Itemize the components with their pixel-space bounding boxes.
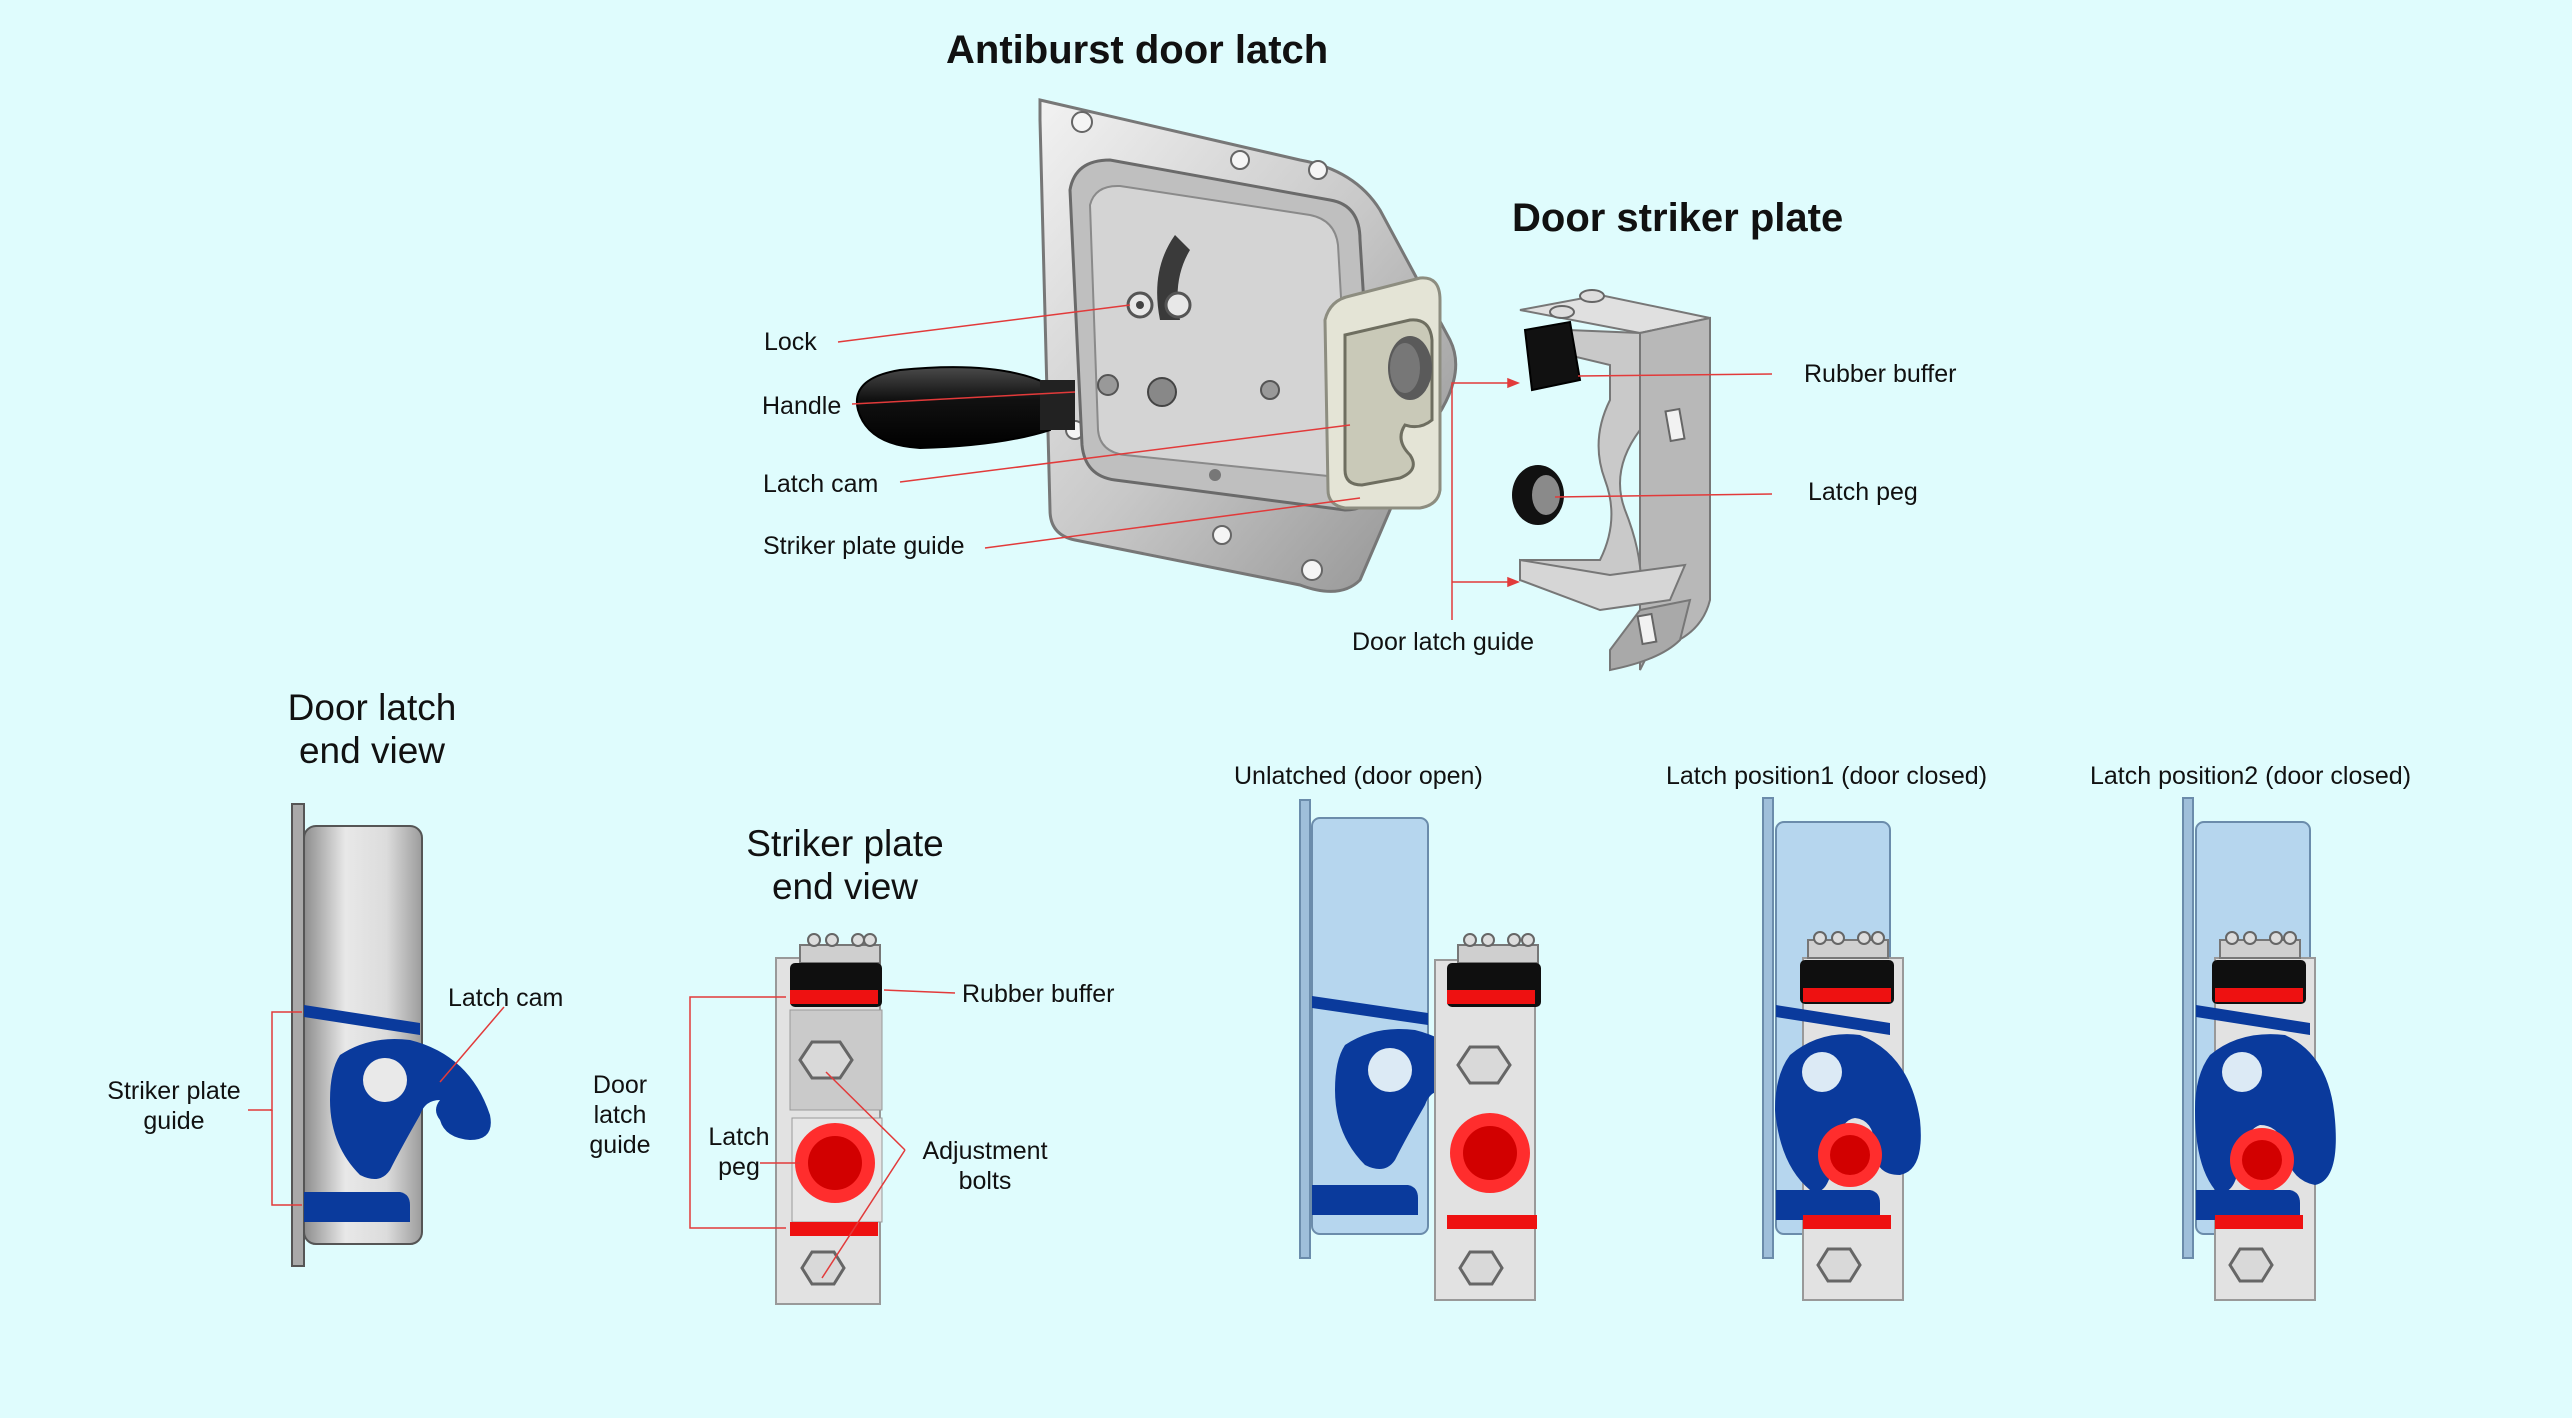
se-adj-line1: Adjustment xyxy=(922,1137,1047,1165)
latch-position2-diagram xyxy=(2183,798,2336,1300)
striker-end-title-line2: end view xyxy=(772,866,918,907)
se-door-line2: latch xyxy=(594,1101,647,1129)
end-striker-line1: Striker plate xyxy=(107,1077,240,1105)
end-view-title-line1: Door latch xyxy=(288,687,457,728)
label-door-latch-guide: Door latch guide xyxy=(1352,628,1534,657)
striker-end-title-line1: Striker plate xyxy=(746,823,943,864)
striker-title: Door striker plate xyxy=(1512,196,1843,241)
label-se-rubber-buffer: Rubber buffer xyxy=(962,980,1114,1009)
rubber-buffer-3d xyxy=(1525,322,1580,390)
label-end-latch-cam: Latch cam xyxy=(448,984,563,1013)
label-se-latch-peg: Latch peg xyxy=(702,1122,776,1182)
end-view-title-line2: end view xyxy=(299,730,445,771)
striker-plate-3d xyxy=(1512,290,1710,670)
latch-assembly-3d xyxy=(857,100,1456,591)
label-latch-cam: Latch cam xyxy=(763,470,878,499)
end-striker-line2: guide xyxy=(143,1107,204,1135)
label-se-door-latch-guide: Door latch guide xyxy=(588,1070,652,1160)
se-adj-line2: bolts xyxy=(959,1167,1012,1195)
label-striker-plate-guide: Striker plate guide xyxy=(763,532,965,561)
striker-plate-end-view xyxy=(690,934,955,1304)
label-unlatched: Unlatched (door open) xyxy=(1234,762,1483,791)
label-rubber-buffer: Rubber buffer xyxy=(1804,360,1956,389)
label-position2: Latch position2 (door closed) xyxy=(2090,762,2411,791)
unlatched-diagram xyxy=(1300,800,1541,1300)
se-peg-line2: peg xyxy=(718,1153,760,1181)
label-lock: Lock xyxy=(764,328,817,357)
latch-position1-diagram xyxy=(1763,798,1921,1300)
label-end-striker-guide: Striker plate guide xyxy=(100,1076,248,1136)
striker-end-view-title: Striker plate end view xyxy=(725,822,965,908)
main-title: Antiburst door latch xyxy=(946,28,1328,73)
label-position1: Latch position1 (door closed) xyxy=(1666,762,1987,791)
door-latch-end-view xyxy=(248,804,504,1266)
handle xyxy=(857,367,1050,448)
se-door-line1: Door xyxy=(593,1071,647,1099)
label-se-adjustment-bolts: Adjustment bolts xyxy=(912,1136,1058,1196)
end-view-title: Door latch end view xyxy=(262,686,482,772)
se-door-line3: guide xyxy=(589,1131,650,1159)
label-handle: Handle xyxy=(762,392,841,421)
label-latch-peg: Latch peg xyxy=(1808,478,1918,507)
se-peg-line1: Latch xyxy=(708,1123,769,1151)
